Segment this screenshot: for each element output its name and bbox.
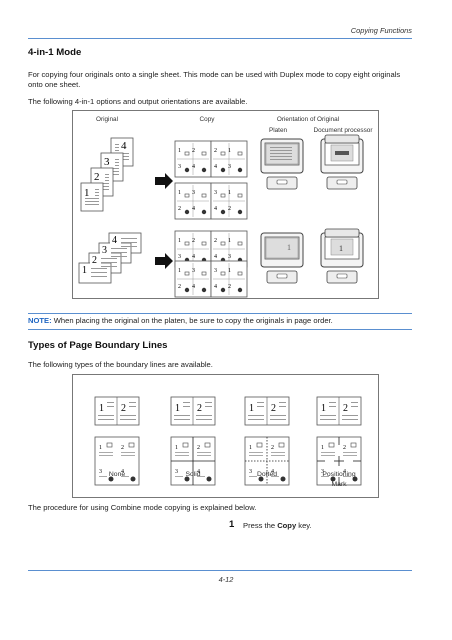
svg-text:1: 1: [228, 268, 231, 274]
note: NOTE: When placing the original on the p…: [28, 316, 333, 326]
svg-text:1: 1: [228, 238, 231, 244]
note-bottom-rule: [28, 329, 412, 330]
step-number: 1: [229, 519, 235, 530]
svg-text:3: 3: [192, 190, 195, 196]
page-title: 4-in-1 Mode: [28, 47, 82, 58]
procedure-text: The procedure for using Combine mode cop…: [28, 503, 257, 512]
boundary-label-mark: Mark: [331, 481, 347, 488]
boundary-label-dotted: Dotted: [256, 471, 278, 478]
page-number-1: 1: [84, 187, 90, 199]
column-original: Original: [95, 116, 119, 123]
boundary-positioning-mark-sample: [316, 396, 362, 486]
svg-text:3: 3: [178, 254, 181, 260]
svg-text:4: 4: [192, 164, 195, 170]
header-rule: [28, 38, 412, 39]
copy-result-landscape: 1 2 3 4 2 1 4 3 1 3 2 4 3 1 4 2: [174, 230, 248, 298]
svg-text:3: 3: [192, 268, 195, 274]
svg-text:4: 4: [192, 254, 195, 260]
svg-text:3: 3: [228, 164, 231, 170]
svg-text:2: 2: [92, 255, 97, 266]
step-key: Copy: [277, 521, 297, 530]
svg-text:2: 2: [214, 238, 217, 244]
svg-text:3: 3: [214, 268, 217, 274]
originals-stack-portrait: 4 3 2 1: [80, 137, 134, 212]
boundary-illustration: 1 2 12 34: [94, 396, 362, 486]
page-number-2: 2: [94, 171, 100, 183]
options-text: The following 4-in-1 options and output …: [28, 97, 248, 106]
svg-text:1: 1: [228, 190, 231, 196]
page-number-4: 4: [121, 140, 127, 152]
arrow-right-icon: [155, 173, 173, 189]
copy-result-portrait: 1 2 3 4 2 1 4 3 1 3 2 4 3 1 4 2: [174, 140, 248, 220]
svg-text:2: 2: [228, 284, 231, 290]
step-text: Press the Copy key.: [243, 521, 312, 531]
platen-copier-landscape-icon: 1: [260, 232, 304, 284]
svg-text:1: 1: [82, 265, 87, 276]
svg-text:4: 4: [192, 206, 195, 212]
svg-text:2: 2: [228, 206, 231, 212]
document-processor-copier-landscape-icon: 1: [320, 228, 364, 284]
arrow-right-icon: [155, 253, 173, 269]
svg-text:1: 1: [178, 238, 181, 244]
boundary-label-positioning: Positioning: [322, 471, 356, 478]
svg-text:4: 4: [214, 164, 217, 170]
document-processor-copier-icon: [320, 134, 364, 190]
note-top-rule: [28, 313, 412, 314]
boundary-label-none: None: [108, 471, 126, 478]
svg-text:2: 2: [192, 148, 195, 154]
boundary-title: Types of Page Boundary Lines: [28, 340, 168, 351]
options-figure: Original Copy Orientation of Original Pl…: [72, 110, 379, 299]
svg-text:1: 1: [287, 243, 291, 252]
platen-copier-icon: [260, 138, 304, 190]
intro-line-2: onto one sheet.: [28, 80, 81, 89]
svg-text:2: 2: [178, 206, 181, 212]
svg-text:4: 4: [214, 284, 217, 290]
svg-text:3: 3: [214, 190, 217, 196]
note-text: When placing the original on the platen,…: [51, 316, 333, 325]
originals-stack-landscape: 4 3 2 1: [78, 232, 142, 284]
boundary-solid-sample: [170, 396, 216, 486]
intro-line-1: For copying four originals onto a single…: [28, 70, 401, 79]
header-section-title: Copying Functions: [350, 26, 412, 35]
footer-page-number: 4-12: [218, 575, 234, 584]
svg-text:1: 1: [339, 244, 343, 253]
svg-text:1: 1: [178, 268, 181, 274]
svg-text:2: 2: [192, 238, 195, 244]
svg-text:3: 3: [228, 254, 231, 260]
svg-text:4: 4: [214, 254, 217, 260]
boundary-intro: The following types of the boundary line…: [28, 360, 213, 369]
step-prefix: Press the: [243, 521, 278, 530]
column-platen: Platen: [268, 127, 288, 134]
column-document-processor: Document processor: [313, 127, 373, 134]
boundary-label-solid: Solid: [185, 471, 201, 478]
column-copy: Copy: [199, 116, 215, 123]
boundary-figure: 1 2 12 34: [72, 374, 379, 498]
svg-text:2: 2: [178, 284, 181, 290]
svg-text:3: 3: [178, 164, 181, 170]
footer-rule: [28, 570, 412, 571]
step-suffix: key.: [296, 521, 312, 530]
note-label: NOTE:: [28, 316, 52, 325]
svg-text:3: 3: [102, 245, 107, 256]
svg-text:1: 1: [178, 190, 181, 196]
svg-text:1: 1: [178, 148, 181, 154]
svg-text:1: 1: [228, 148, 231, 154]
svg-text:4: 4: [112, 235, 117, 246]
column-orientation: Orientation of Original: [276, 116, 340, 123]
svg-text:2: 2: [214, 148, 217, 154]
svg-text:4: 4: [192, 284, 195, 290]
boundary-dotted-sample: [244, 396, 290, 486]
page-number-3: 3: [104, 156, 110, 168]
svg-text:4: 4: [214, 206, 217, 212]
